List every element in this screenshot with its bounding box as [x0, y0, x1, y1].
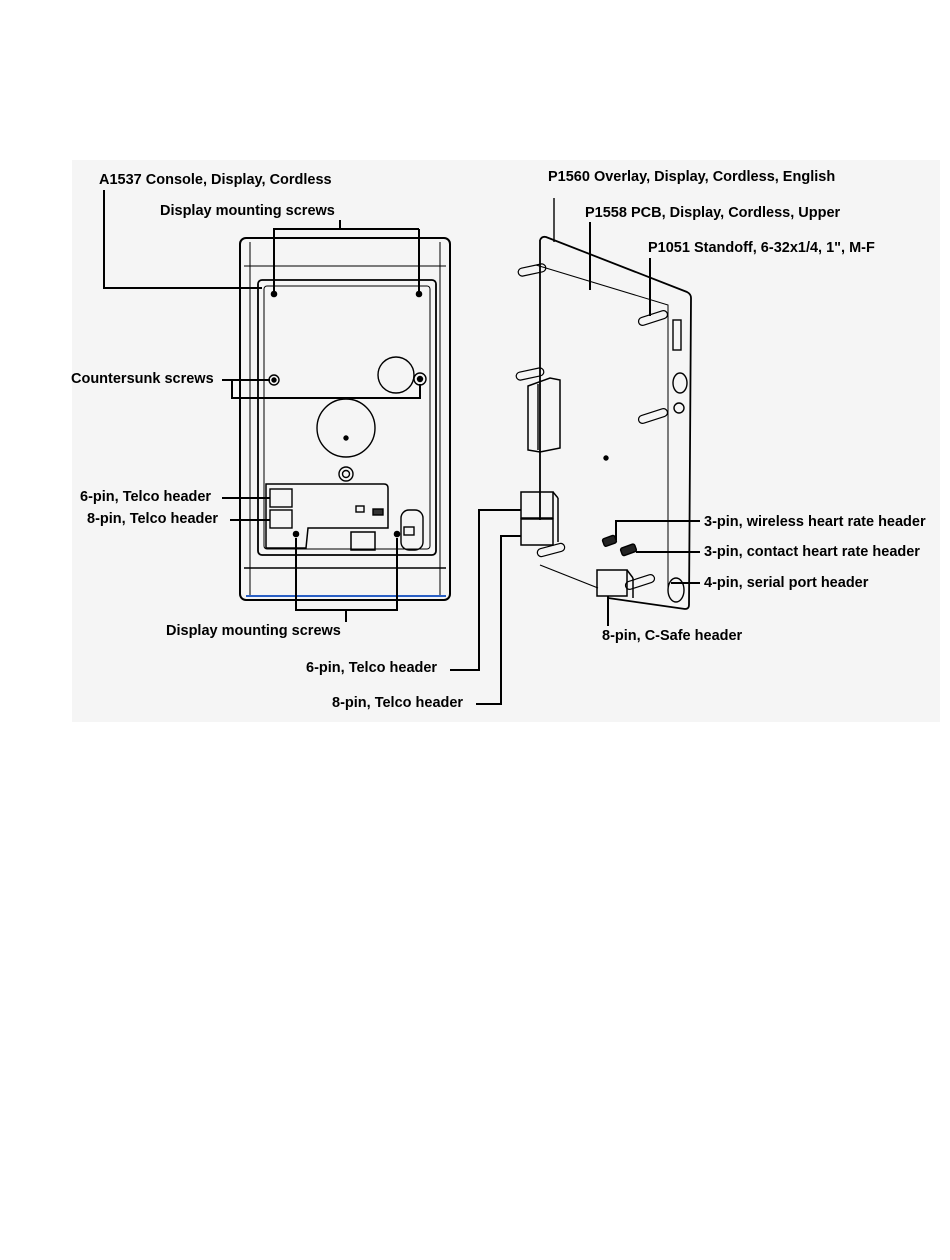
telco-jacks-right — [520, 491, 559, 546]
label-pcb: P1558 PCB, Display, Cordless, Upper — [585, 205, 841, 221]
csafe-jack — [596, 569, 634, 598]
label-wireless-hr-header: 3-pin, wireless heart rate header — [704, 514, 926, 530]
center-screw — [338, 466, 354, 482]
label-countersunk-screws: Countersunk screws — [71, 371, 214, 387]
small-speaker — [377, 356, 415, 394]
label-display-screws-top: Display mounting screws — [160, 203, 335, 219]
pcb-hole — [603, 455, 609, 461]
label-left-6pin-telco: 6-pin, Telco header — [80, 489, 212, 505]
label-right-6pin-telco: 6-pin, Telco header — [306, 660, 438, 676]
label-display-screws-bottom: Display mounting screws — [166, 623, 341, 639]
display-screws-bottom — [292, 530, 401, 538]
side-switches — [667, 319, 688, 603]
label-serial-port-header: 4-pin, serial port header — [704, 575, 869, 591]
console-body — [239, 237, 451, 601]
leader-lines-right — [450, 222, 700, 705]
label-csafe-header: 8-pin, C-Safe header — [602, 628, 743, 644]
lower-pcb — [265, 483, 424, 551]
figure-background — [72, 160, 940, 722]
label-contact-hr-header: 3-pin, contact heart rate header — [704, 544, 920, 560]
display-screws-top — [270, 290, 423, 298]
ribbon-connector — [527, 377, 561, 453]
label-overlay: P1560 Overlay, Display, Cordless, Englis… — [548, 169, 836, 185]
label-console: A1537 Console, Display, Cordless — [99, 172, 332, 188]
pcb-board — [535, 198, 669, 590]
standoffs — [515, 263, 669, 590]
cable — [539, 564, 599, 589]
leader-lines-left — [103, 190, 421, 622]
large-speaker — [316, 398, 376, 458]
label-left-8pin-telco: 8-pin, Telco header — [87, 511, 219, 527]
label-standoff: P1051 Standoff, 6-32x1/4, 1", M-F — [648, 240, 875, 256]
speaker-center — [343, 435, 349, 441]
display-plate — [257, 279, 437, 556]
overlay-board — [539, 235, 692, 610]
label-right-8pin-telco: 8-pin, Telco header — [332, 695, 464, 711]
countersunk-screws — [268, 372, 427, 386]
heart-rate-headers — [601, 534, 638, 557]
